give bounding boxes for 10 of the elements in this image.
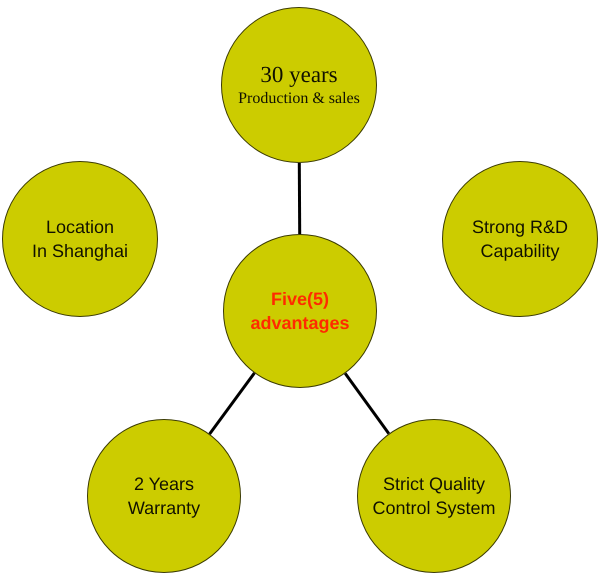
connector-line xyxy=(344,372,390,434)
node-label: Strong R&D Capability xyxy=(472,216,568,263)
node-label: Five(5) advantages xyxy=(250,288,350,335)
node-label: 30 years xyxy=(260,61,338,89)
node-label: 2 Years Warranty xyxy=(128,473,200,520)
node-label: Production & sales xyxy=(238,89,360,109)
connector-line xyxy=(208,372,256,435)
node-label: Location In Shanghai xyxy=(32,216,128,263)
connector-line xyxy=(298,162,302,234)
node-label: Strict Quality Control System xyxy=(372,473,496,520)
